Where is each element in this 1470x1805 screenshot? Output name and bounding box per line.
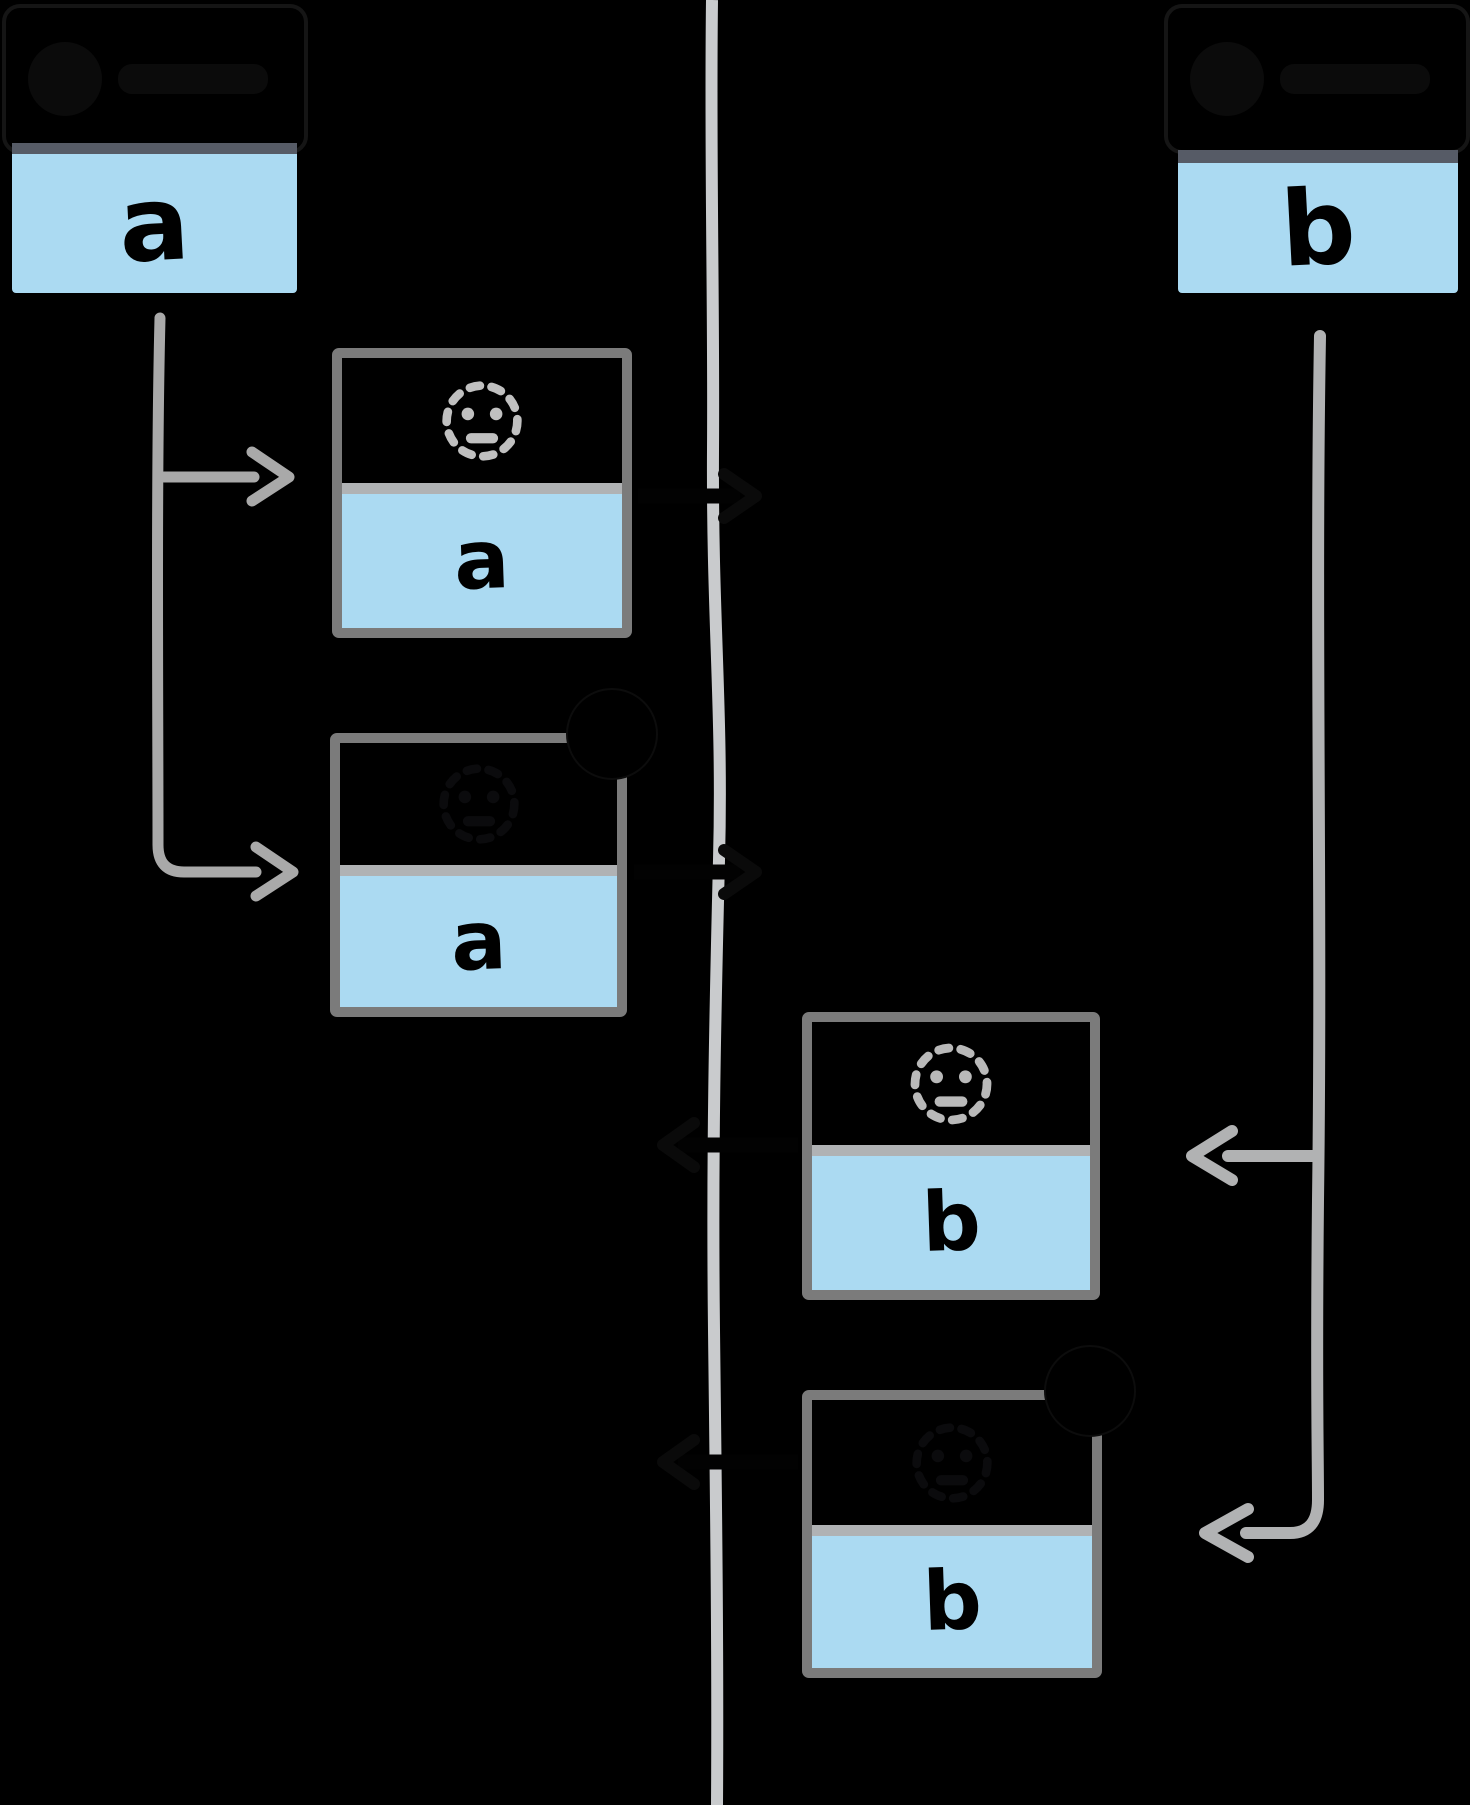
tab-a-label-text-blob [118, 64, 268, 94]
cached-page-b-discarded: b [802, 1390, 1102, 1678]
page-divider [340, 865, 617, 876]
tab-b-letter: b [1277, 165, 1359, 291]
tab-b-label-box [1164, 4, 1470, 154]
cached-page-a-discarded: a [330, 733, 627, 1017]
black-arrow-a1 [638, 468, 762, 524]
tab-a-label-box [2, 4, 308, 154]
center-timeline-line [705, 0, 726, 1805]
tab-b-window: b [1178, 150, 1458, 293]
tab-b-page-area: b [1178, 163, 1458, 293]
black-arrow-b1 [657, 1117, 798, 1173]
cached-page-a-discarded-top [340, 743, 617, 865]
cached-page-a-discarded-body: a [340, 876, 617, 1007]
arrow-head-into-page-b1 [1186, 1125, 1238, 1186]
page-divider [342, 483, 622, 494]
tab-b-label-text-blob [1280, 64, 1430, 94]
cached-page-a-frozen-top [342, 358, 622, 483]
hidden-black-face-icon [438, 764, 519, 844]
cached-page-b-discarded-body: b [812, 1536, 1092, 1668]
cached-page-a-frozen-body: a [342, 494, 622, 628]
cached-page-b-discarded-top [812, 1400, 1092, 1525]
tab-a-line [152, 312, 299, 902]
black-arrow-b2 [657, 1434, 798, 1490]
tab-b-label-icon [1190, 42, 1264, 116]
cached-page-b-frozen: b [802, 1012, 1100, 1300]
black-badge-icon [1044, 1345, 1136, 1437]
arrow-head-into-page-a1 [246, 446, 295, 507]
tab-b-line [1186, 330, 1326, 1563]
cached-page-a-frozen: a [332, 348, 632, 638]
tab-b-titlebar [1178, 150, 1458, 163]
cached-page-b-letter: b [919, 1174, 982, 1271]
dashed-sleeping-face-icon [442, 380, 522, 461]
cached-page-b-letter: b [920, 1553, 983, 1650]
hidden-black-face-icon [912, 1422, 992, 1503]
cached-page-a-letter: a [449, 892, 508, 990]
page-divider [812, 1525, 1092, 1536]
page-divider [812, 1145, 1090, 1156]
arrow-head-into-page-b2 [1199, 1503, 1254, 1563]
black-badge-icon [566, 688, 658, 780]
dashed-sleeping-face-icon [910, 1043, 992, 1124]
tab-a-titlebar [12, 143, 297, 154]
cached-page-a-letter: a [452, 512, 512, 609]
tab-a-label-icon [28, 42, 102, 116]
tab-a-page-area: a [12, 154, 297, 293]
arrow-head-into-page-a2 [250, 841, 299, 902]
black-arrow-a2 [634, 844, 762, 900]
tab-a-letter: a [116, 160, 193, 287]
cached-page-b-frozen-top [812, 1022, 1090, 1145]
cached-page-b-frozen-body: b [812, 1156, 1090, 1290]
tab-a-window: a [12, 143, 297, 293]
